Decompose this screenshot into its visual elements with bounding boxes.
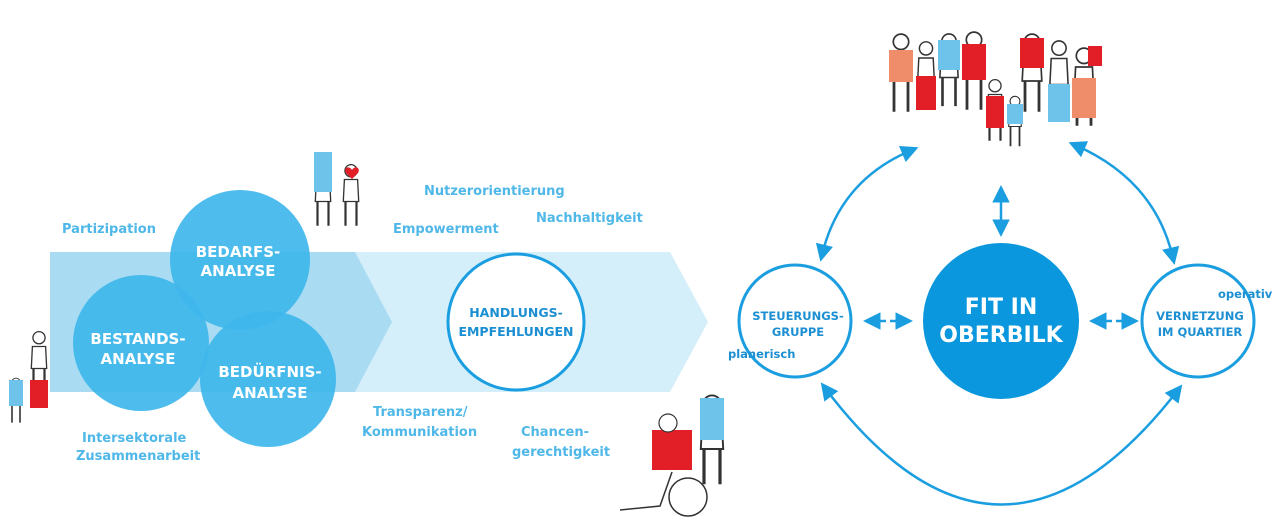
- beduerfnis-analyse-line-1: BEDÜRFNIS-: [218, 362, 321, 381]
- vernetzung-circle: [1140, 263, 1256, 379]
- bestands-analyse-line-2: ANALYSE: [101, 350, 176, 368]
- label-transparenz-2: Kommunikation: [362, 425, 477, 440]
- crowd-illustration: [889, 30, 1102, 148]
- steuerung-note: planerisch: [728, 347, 795, 361]
- couple-illustration: [314, 152, 359, 226]
- handlung-line-2: EMPFEHLUNGEN: [458, 324, 573, 339]
- vernetzung-line-1: VERNETZUNG: [1156, 309, 1244, 323]
- family-left-illustration: [9, 332, 48, 424]
- label-chancen-2: gerechtigkeit: [512, 445, 610, 460]
- steuerungsgruppe-circle: [737, 263, 853, 379]
- beduerfnis-analyse-line-2: ANALYSE: [233, 384, 308, 402]
- label-nachhaltigkeit: Nachhaltigkeit: [536, 211, 643, 226]
- label-empowerment: Empowerment: [393, 222, 499, 237]
- vernetzung-line-2: IM QUARTIER: [1158, 325, 1243, 339]
- wheelchair-icon: [668, 477, 708, 517]
- wheelchair-group-illustration: [619, 395, 724, 517]
- fit-in-oberbilk-circle: [923, 243, 1079, 399]
- steuerung-line-1: STEUERUNGS-: [752, 309, 844, 323]
- arc-bottom: [820, 382, 1183, 506]
- arc-top-left: [815, 145, 919, 262]
- bestands-analyse-line-1: BESTANDS-: [90, 330, 185, 348]
- bedarfs-analyse-line-1: BEDARFS-: [196, 243, 281, 261]
- handlungsempfehlungen-circle: [446, 252, 586, 392]
- label-partizipation: Partizipation: [62, 222, 156, 237]
- vernetzung-note: operativ: [1218, 287, 1273, 301]
- label-nutzerorientierung: Nutzerorientierung: [424, 184, 565, 199]
- beduerfnis-analyse-circle: [200, 311, 336, 447]
- center-line-1: FIT IN: [965, 295, 1037, 320]
- heart-icon: [345, 167, 359, 179]
- handlung-line-1: HANDLUNGS-: [469, 305, 563, 320]
- steuerung-line-2: GRUPPE: [772, 325, 824, 339]
- label-intersektoral-2: Zusammenarbeit: [76, 449, 200, 464]
- arc-top-right: [1068, 141, 1180, 265]
- label-intersektoral-1: Intersektorale: [82, 431, 187, 446]
- label-chancen-1: Chancen-: [521, 425, 589, 440]
- bedarfs-analyse-line-2: ANALYSE: [201, 262, 276, 280]
- label-transparenz-1: Transparenz/: [373, 405, 468, 420]
- bedarfs-analyse-circle: [170, 190, 310, 330]
- bestands-analyse-circle: [73, 275, 209, 411]
- center-line-2: OBERBILK: [939, 323, 1063, 348]
